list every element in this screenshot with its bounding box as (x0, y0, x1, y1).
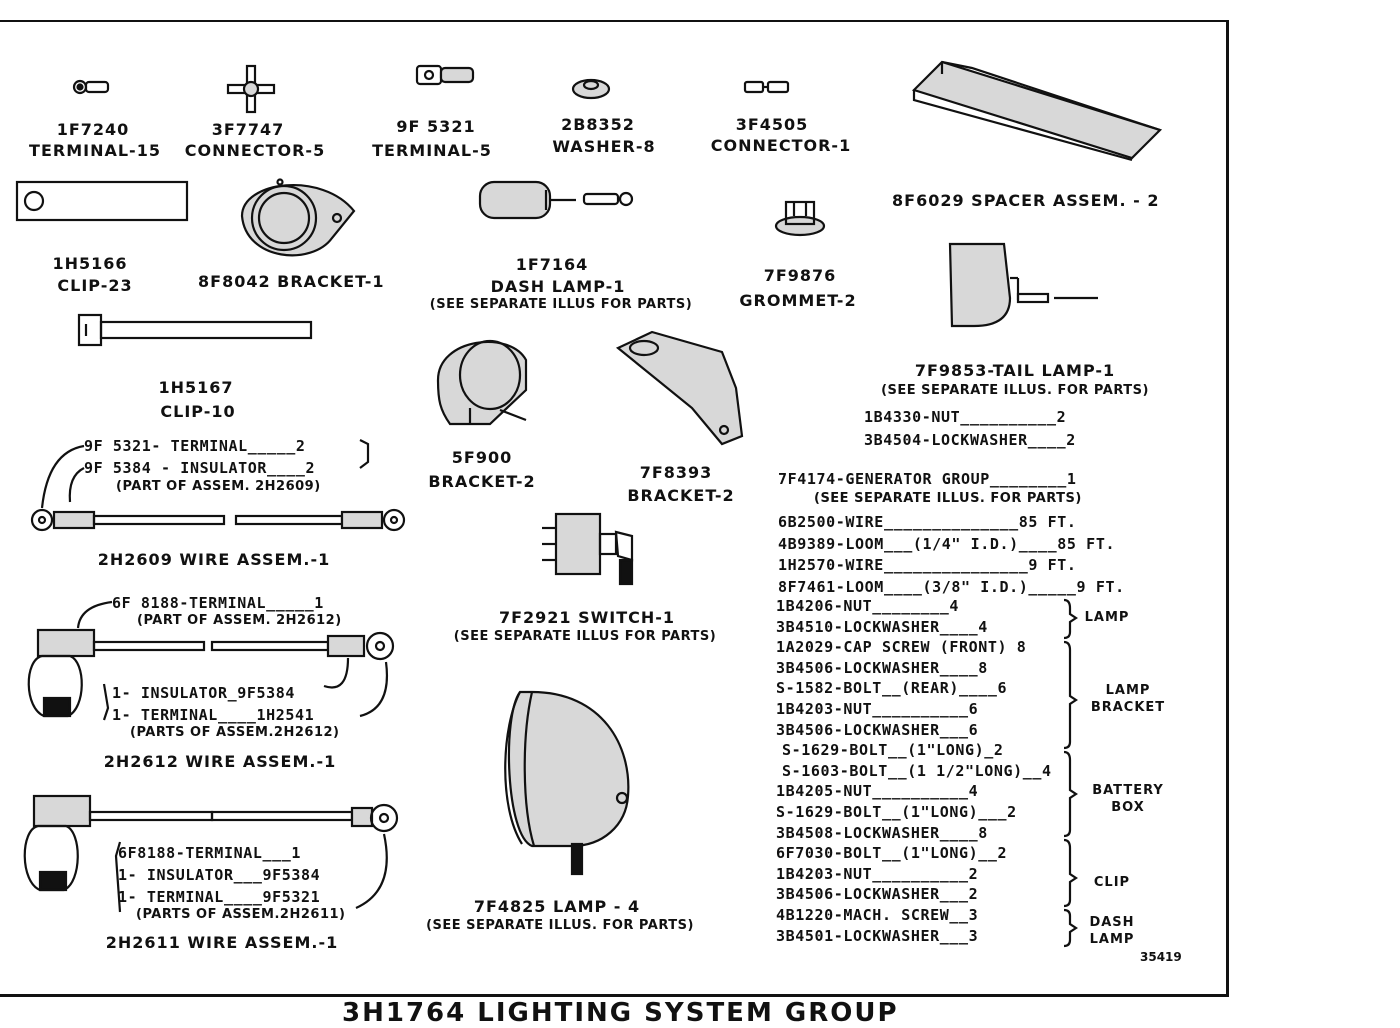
part-name: CONNECTOR-5 (184, 141, 326, 160)
washer-2b8352-drawing (571, 78, 611, 100)
parts-list-row: 3B4510-LOCKWASHER____4 (776, 618, 988, 636)
connector-3f7747-drawing (226, 64, 276, 114)
parts-list-row: S-1629-BOLT__(1"LONG)___2 (776, 803, 1017, 821)
wire-2h2612-drawing (27, 600, 395, 721)
parts-list-row: S-1629-BOLT__(1"LONG)_2 (782, 741, 1004, 759)
wire-2h2609-item: 9F 5321- TERMINAL_____2 (84, 437, 306, 455)
group-clip: CLIP (1093, 875, 1131, 890)
part-code: 1F7240 (56, 120, 130, 139)
tail-lamp-item: 3B4504-LOCKWASHER____2 (864, 431, 1076, 449)
bracket-8f8042-drawing (240, 178, 356, 257)
wire-2h2609-note: (PART OF ASSEM. 2H2609) (116, 479, 321, 494)
wire-2h2609-label: 2H2609 WIRE ASSEM.-1 (97, 550, 331, 569)
part-code: 3F4505 (735, 115, 809, 134)
clip-1h5167-drawing (77, 313, 313, 347)
switch-label: 7F2921 SWITCH-1 (498, 608, 676, 627)
part-code: 5F900 (451, 448, 513, 467)
drawing-sheet (0, 20, 1229, 997)
parts-list-row: 3B4506-LOCKWASHER____8 (776, 659, 988, 677)
generator-item: 6B2500-WIRE______________85 FT. (778, 513, 1077, 531)
spacer-8f6029-drawing (911, 60, 1163, 162)
wire-2h2612-top-item: 6F 8188-TERMINAL_____1 (112, 594, 324, 612)
parts-list-row: S-1582-BOLT__(REAR)____6 (776, 679, 1008, 697)
part-code: 9F 5321 (396, 117, 476, 136)
group-dash-lamp: DASH LAMP (1089, 915, 1135, 947)
wire-2h2609-drawing (30, 439, 406, 532)
wire-2h2611-label: 2H2611 WIRE ASSEM.-1 (105, 933, 339, 952)
group-battery-box: BATTERY BOX (1092, 783, 1164, 815)
parts-list-row: S-1603-BOLT__(1 1/2"LONG)__4 (782, 762, 1052, 780)
part-code: 7F9876 (763, 266, 837, 285)
group-lamp-bracket: LAMP BRACKET (1090, 683, 1166, 715)
wire-2h2612-item: 1- INSULATOR_9F5384 (112, 684, 295, 702)
part-name: CONNECTOR-1 (710, 136, 852, 155)
wire-2h2612-label: 2H2612 WIRE ASSEM.-1 (103, 752, 337, 771)
terminal-1f7240-drawing (72, 79, 110, 95)
part-code: 3F7747 (211, 120, 285, 139)
terminal-9f5321-drawing (415, 64, 475, 86)
part-code: 1H5166 (52, 254, 128, 273)
tail-lamp-note: (SEE SEPARATE ILLUS. FOR PARTS) (881, 383, 1149, 398)
part-name: TERMINAL-5 (372, 141, 492, 160)
lamp-7f4825-note: (SEE SEPARATE ILLUS. FOR PARTS) (426, 918, 694, 933)
drawing-code: 35419 (1140, 950, 1182, 964)
part-name: TERMINAL-15 (29, 141, 161, 160)
wire-2h2611-drawing (23, 794, 399, 913)
parts-list-row: 3B4501-LOCKWASHER___3 (776, 927, 979, 945)
parts-list-row: 6F7030-BOLT__(1"LONG)__2 (776, 844, 1008, 862)
parts-list-row: 1B4203-NUT__________2 (776, 865, 979, 883)
dash-lamp-1f7164-drawing (478, 180, 634, 220)
parts-list-row: 1A2029-CAP SCREW (FRONT) 8 (776, 638, 1027, 656)
parts-list-row: 1B4203-NUT__________6 (776, 700, 979, 718)
generator-heading: 7F4174-GENERATOR GROUP________1 (778, 470, 1077, 488)
part-code: 1H5167 (158, 378, 234, 397)
part-name: CLIP-10 (160, 402, 236, 421)
part-name: DASH LAMP-1 (490, 277, 626, 296)
part-name: CLIP-23 (57, 276, 133, 295)
wire-2h2612-note: (PARTS OF ASSEM.2H2612) (130, 725, 340, 740)
bracket-5f900-drawing (436, 339, 528, 426)
bracket-7f8393-drawing (615, 330, 744, 446)
parts-list-row: 4B1220-MACH. SCREW__3 (776, 906, 979, 924)
wire-2h2611-item: 1- TERMINAL____9F5321 (118, 888, 321, 906)
parts-list-row: 1B4206-NUT________4 (776, 597, 959, 615)
generator-note: (SEE SEPARATE ILLUS. FOR PARTS) (814, 491, 1082, 506)
parts-list-row: 3B4506-LOCKWASHER___2 (776, 885, 979, 903)
lamp-7f4825-drawing (504, 690, 630, 876)
group-lamp: LAMP (1084, 610, 1130, 625)
tail-lamp-item: 1B4330-NUT__________2 (864, 408, 1067, 426)
spacer-label: 8F6029 SPACER ASSEM. - 2 (892, 191, 1160, 210)
generator-item: 8F7461-LOOM____(3/8" I.D.)_____9 FT. (778, 578, 1125, 596)
wire-2h2612-item: 1- TERMINAL____1H2541 (112, 706, 315, 724)
parts-list-row: 3B4506-LOCKWASHER___6 (776, 721, 979, 739)
tail-lamp-label: 7F9853-TAIL LAMP-1 (914, 361, 1116, 380)
generator-item: 4B9389-LOOM___(1/4" I.D.)____85 FT. (778, 535, 1116, 553)
bracket-8f8042-label: 8F8042 BRACKET-1 (198, 272, 385, 291)
switch-7f2921-drawing (542, 512, 634, 586)
part-name: BRACKET-2 (627, 486, 735, 505)
part-name: GROMMET-2 (739, 291, 857, 310)
grommet-7f9876-drawing (774, 200, 826, 237)
group-braces (1063, 598, 1078, 948)
clip-1h5166-drawing (15, 180, 189, 222)
wire-2h2612-top-note: (PART OF ASSEM. 2H2612) (137, 613, 342, 628)
tail-lamp-7f9853-drawing (948, 242, 1098, 328)
wire-2h2611-item: 6F8188-TERMINAL___1 (118, 844, 301, 862)
wire-2h2611-note: (PARTS OF ASSEM.2H2611) (136, 907, 346, 922)
part-code: 1F7164 (515, 255, 589, 274)
connector-3f4505-drawing (743, 80, 790, 94)
parts-list-row: 3B4508-LOCKWASHER____8 (776, 824, 988, 842)
generator-item: 1H2570-WIRE_______________9 FT. (778, 556, 1077, 574)
part-code: 7F8393 (639, 463, 713, 482)
part-note: (SEE SEPARATE ILLUS FOR PARTS) (429, 297, 693, 312)
lamp-7f4825-label: 7F4825 LAMP - 4 (473, 897, 641, 916)
part-name: WASHER-8 (552, 137, 656, 156)
wire-2h2609-item: 9F 5384 - INSULATOR____2 (84, 459, 316, 477)
part-code: 2B8352 (561, 115, 635, 134)
parts-list-row: 1B4205-NUT__________4 (776, 782, 979, 800)
switch-note: (SEE SEPARATE ILLUS FOR PARTS) (453, 629, 717, 644)
wire-2h2611-item: 1- INSULATOR___9F5384 (118, 866, 321, 884)
page-title: 3H1764 LIGHTING SYSTEM GROUP (342, 998, 899, 1028)
part-name: BRACKET-2 (428, 472, 536, 491)
